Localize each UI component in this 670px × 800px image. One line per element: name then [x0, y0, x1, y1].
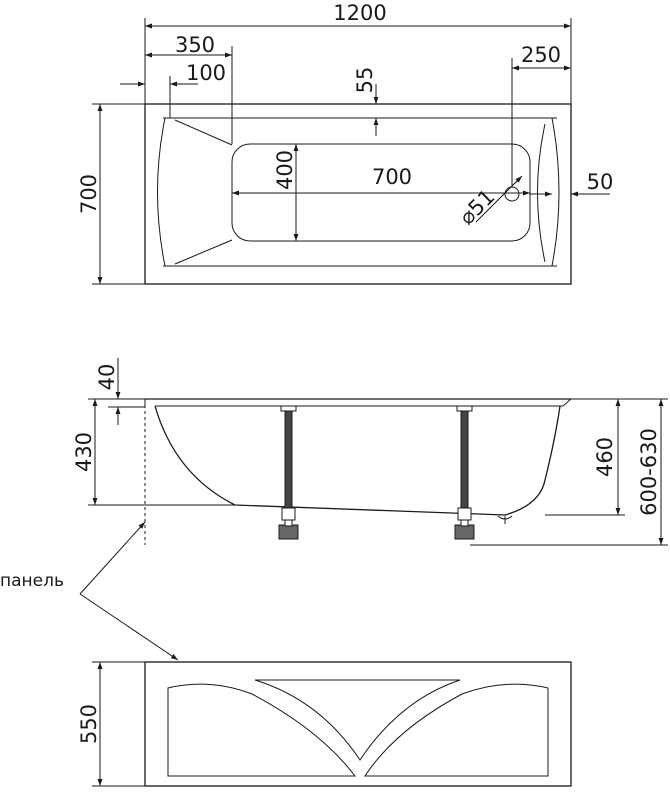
- dim-depth-460: 460: [593, 437, 617, 477]
- dim-panel-height: 550: [77, 704, 101, 744]
- panel-label: панель: [0, 571, 64, 591]
- left-end-curve: [157, 117, 166, 267]
- dim-offset-350: 350: [175, 33, 215, 57]
- right-end-curve: [551, 117, 560, 267]
- support-leg-right: [454, 405, 475, 540]
- dim-overall-width: 700: [77, 174, 101, 214]
- dim-depth-430: 430: [72, 432, 96, 472]
- side-view: 40 430 460 600-630: [72, 358, 668, 546]
- panel-view: 550: [77, 661, 572, 787]
- dim-bowl-width: 400: [273, 150, 297, 190]
- support-leg-left: [278, 405, 299, 540]
- dim-rim-55: 55: [353, 67, 377, 94]
- dim-drain-diameter: ⌀51: [455, 185, 500, 230]
- dim-bowl-length: 700: [372, 165, 412, 189]
- drain-circle: [504, 186, 520, 202]
- dim-end-50: 50: [587, 170, 614, 194]
- dim-height-range: 600-630: [637, 428, 661, 516]
- panel-outline: [144, 661, 572, 787]
- panel-cutout-left: [167, 683, 357, 777]
- panel-cutout-center: [254, 679, 461, 761]
- top-view: 1200 350 100 55 250 700 400 700 50: [77, 1, 614, 285]
- panel-callout: панель: [0, 521, 179, 661]
- left-slope-lines: [174, 119, 233, 265]
- tub-body-side: [154, 405, 561, 516]
- dim-drain-offset: 250: [521, 43, 561, 67]
- tub-outline-top: [144, 103, 572, 285]
- dim-rim-thickness: 40: [95, 364, 119, 391]
- right-slope-lines: [537, 123, 546, 263]
- dim-overall-length: 1200: [333, 1, 386, 25]
- dim-offset-100: 100: [186, 61, 226, 85]
- panel-cutout-right: [364, 683, 549, 777]
- drain-outlet: [497, 515, 513, 524]
